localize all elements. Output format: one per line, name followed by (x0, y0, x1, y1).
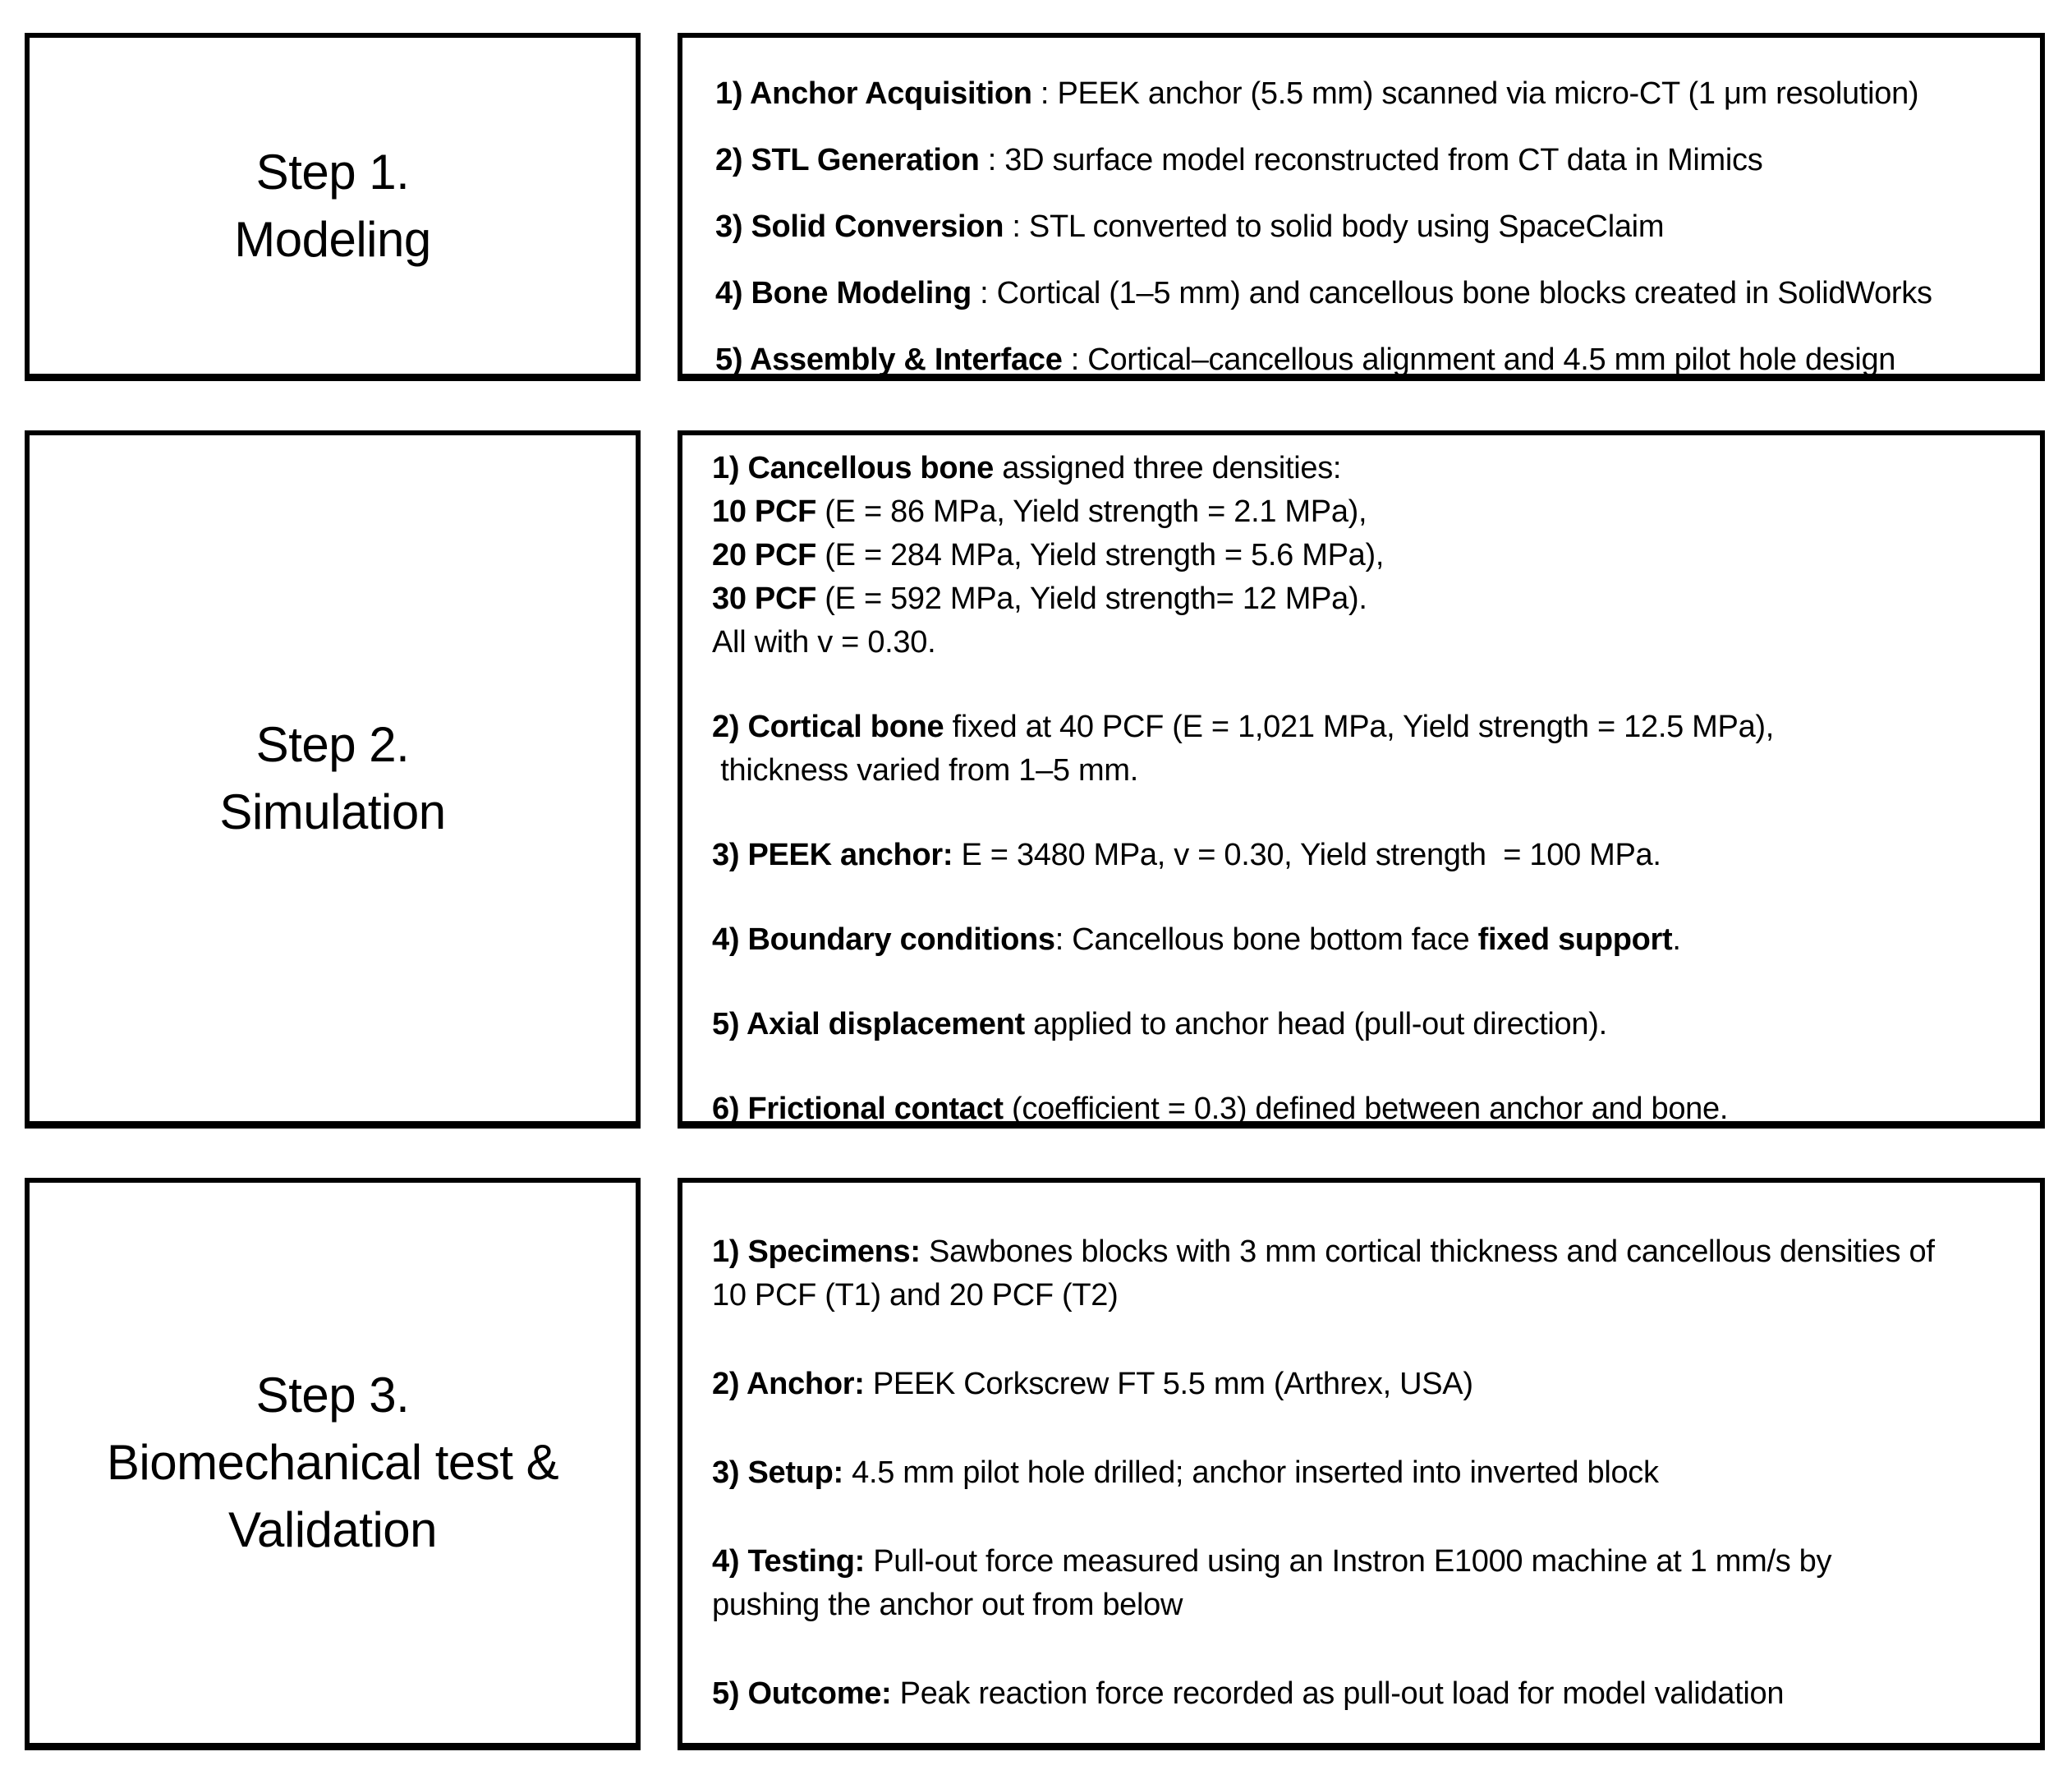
text-segment: Peak reaction force recorded as pull-out… (891, 1676, 1785, 1711)
detail-line: 3) Setup: 4.5 mm pilot hole drilled; anc… (712, 1451, 2019, 1495)
text-segment: fixed support (1477, 922, 1673, 957)
detail-line: 2) STL Generation : 3D surface model rec… (715, 139, 2019, 182)
step-title: Step 3. Biomechanical test & Validation (106, 1362, 559, 1564)
text-segment: 2) Cortical bone (712, 710, 944, 744)
text-segment: 2) Anchor: (712, 1367, 865, 1401)
text-segment: : Cancellous bone bottom face (1054, 922, 1478, 957)
step-title-line: Step 1. (255, 144, 410, 200)
detail-line: 5) Outcome: Peak reaction force recorded… (712, 1672, 2019, 1716)
text-segment: (E = 86 MPa, Yield strength = 2.1 MPa), (816, 494, 1367, 529)
text-segment: . (1672, 922, 1681, 957)
text-segment: 4.5 mm pilot hole drilled; anchor insert… (843, 1455, 1659, 1490)
detail-item: 4) Boundary conditions: Cancellous bone … (712, 918, 2019, 962)
detail-line: 1) Specimens: Sawbones blocks with 3 mm … (712, 1230, 2019, 1274)
detail-item: 1) Anchor Acquisition : PEEK anchor (5.5… (715, 72, 2019, 116)
detail-line: 30 PCF (E = 592 MPa, Yield strength= 12 … (712, 577, 2019, 621)
detail-item: 3) Solid Conversion : STL converted to s… (715, 205, 2019, 249)
detail-line: 5) Assembly & Interface : Cortical–cance… (715, 338, 2019, 377)
detail-item: 2) Anchor: PEEK Corkscrew FT 5.5 mm (Art… (712, 1363, 2019, 1406)
text-segment: fixed at 40 PCF (E = 1,021 MPa, Yield st… (944, 710, 1775, 744)
text-segment: 3) Setup: (712, 1455, 843, 1490)
detail-item: 2) STL Generation : 3D surface model rec… (715, 139, 2019, 182)
step-1-label-box: Step 1. Modeling (25, 33, 641, 381)
detail-item: 5) Outcome: Peak reaction force recorded… (712, 1672, 2019, 1716)
text-segment: 5) Outcome: (712, 1676, 892, 1711)
text-segment: 5) Axial displacement (712, 1007, 1025, 1041)
text-segment: 4) Testing: (712, 1544, 865, 1579)
detail-line: 5) Axial displacement applied to anchor … (712, 1003, 2019, 1046)
text-segment: assigned three densities: (994, 451, 1342, 485)
text-segment: : 3D surface model reconstructed from CT… (979, 143, 1763, 177)
step-title-line: Modeling (234, 211, 431, 267)
detail-line: 4) Bone Modeling : Cortical (1–5 mm) and… (715, 272, 2019, 315)
detail-item: 2) Cortical bone fixed at 40 PCF (E = 1,… (712, 706, 2019, 793)
detail-line: 1) Cancellous bone assigned three densit… (712, 447, 2019, 490)
detail-item: 3) Setup: 4.5 mm pilot hole drilled; anc… (712, 1451, 2019, 1495)
detail-line: 4) Testing: Pull-out force measured usin… (712, 1540, 2019, 1584)
step-title-line: Validation (227, 1502, 438, 1557)
text-segment: (E = 284 MPa, Yield strength = 5.6 MPa), (816, 538, 1385, 572)
detail-line: 3) Solid Conversion : STL converted to s… (715, 205, 2019, 249)
text-segment: 5) Assembly & Interface (715, 343, 1063, 377)
step-3-label-box: Step 3. Biomechanical test & Validation (25, 1178, 641, 1750)
detail-line: 2) Cortical bone fixed at 40 PCF (E = 1,… (712, 706, 2019, 749)
detail-line: 3) PEEK anchor: E = 3480 MPa, v = 0.30, … (712, 834, 2019, 877)
step-2-label-box: Step 2. Simulation (25, 430, 641, 1129)
detail-item: 4) Bone Modeling : Cortical (1–5 mm) and… (715, 272, 2019, 315)
text-segment: 30 PCF (712, 582, 817, 616)
detail-item: 4) Testing: Pull-out force measured usin… (712, 1540, 2019, 1627)
detail-item: 3) PEEK anchor: E = 3480 MPa, v = 0.30, … (712, 834, 2019, 877)
text-segment: (coefficient = 0.3) defined between anch… (1003, 1092, 1729, 1126)
text-segment: E = 3480 MPa, v = 0.30, Yield strength =… (953, 838, 1661, 872)
detail-item: 5) Axial displacement applied to anchor … (712, 1003, 2019, 1046)
detail-line: All with v = 0.30. (712, 621, 2019, 664)
detail-line: pushing the anchor out from below (712, 1584, 2019, 1627)
step-title: Step 1. Modeling (234, 139, 431, 274)
detail-item: 5) Assembly & Interface : Cortical–cance… (715, 338, 2019, 377)
detail-line: 1) Anchor Acquisition : PEEK anchor (5.5… (715, 72, 2019, 116)
step-title-line: Simulation (219, 784, 446, 839)
detail-item: 1) Specimens: Sawbones blocks with 3 mm … (712, 1230, 2019, 1317)
step-title-line: Step 2. (255, 716, 410, 772)
text-segment: 4) Boundary conditions (712, 922, 1055, 957)
text-segment: 3) PEEK anchor: (712, 838, 953, 872)
text-segment: 3) Solid Conversion (715, 209, 1004, 244)
detail-line: 10 PCF (T1) and 20 PCF (T2) (712, 1274, 2019, 1317)
text-segment: 10 PCF (712, 494, 817, 529)
step-3-details-box: 1) Specimens: Sawbones blocks with 3 mm … (678, 1178, 2045, 1750)
detail-line: thickness varied from 1–5 mm. (712, 749, 2019, 793)
text-segment: Sawbones blocks with 3 mm cortical thick… (920, 1234, 1935, 1269)
text-segment: : STL converted to solid body using Spac… (1004, 209, 1665, 244)
text-segment: : PEEK anchor (5.5 mm) scanned via micro… (1031, 76, 1919, 111)
detail-line: 20 PCF (E = 284 MPa, Yield strength = 5.… (712, 534, 2019, 577)
step-2-details-box: 1) Cancellous bone assigned three densit… (678, 430, 2045, 1129)
detail-line: 4) Boundary conditions: Cancellous bone … (712, 918, 2019, 962)
text-segment: applied to anchor head (pull-out directi… (1024, 1007, 1607, 1041)
step-title-line: Step 3. (255, 1368, 410, 1423)
detail-line: 6) Frictional contact (coefficient = 0.3… (712, 1087, 2019, 1126)
detail-item: 1) Cancellous bone assigned three densit… (712, 447, 2019, 664)
text-segment: : Cortical–cancellous alignment and 4.5 … (1062, 343, 1896, 377)
text-segment: 10 PCF (T1) and 20 PCF (T2) (712, 1278, 1119, 1313)
text-segment: Pull-out force measured using an Instron… (865, 1544, 1832, 1579)
text-segment: 20 PCF (712, 538, 817, 572)
text-segment: : Cortical (1–5 mm) and cancellous bone … (971, 276, 1932, 310)
detail-line: 10 PCF (E = 86 MPa, Yield strength = 2.1… (712, 490, 2019, 534)
detail-line: 2) Anchor: PEEK Corkscrew FT 5.5 mm (Art… (712, 1363, 2019, 1406)
text-segment: 6) Frictional contact (712, 1092, 1004, 1126)
text-segment: (E = 592 MPa, Yield strength= 12 MPa). (816, 582, 1367, 616)
text-segment: 2) STL Generation (715, 143, 980, 177)
step-1-details-box: 1) Anchor Acquisition : PEEK anchor (5.5… (678, 33, 2045, 381)
detail-item: 6) Frictional contact (coefficient = 0.3… (712, 1087, 2019, 1126)
text-segment: 1) Cancellous bone (712, 451, 995, 485)
text-segment: pushing the anchor out from below (712, 1588, 1183, 1622)
text-segment: 1) Anchor Acquisition (715, 76, 1032, 111)
text-segment: 1) Specimens: (712, 1234, 921, 1269)
step-title-line: Biomechanical test & (106, 1435, 559, 1490)
text-segment: PEEK Corkscrew FT 5.5 mm (Arthrex, USA) (864, 1367, 1473, 1401)
text-segment: All with v = 0.30. (712, 625, 936, 660)
text-segment: 4) Bone Modeling (715, 276, 972, 310)
text-segment: thickness varied from 1–5 mm. (712, 753, 1138, 788)
step-title: Step 2. Simulation (219, 711, 446, 846)
